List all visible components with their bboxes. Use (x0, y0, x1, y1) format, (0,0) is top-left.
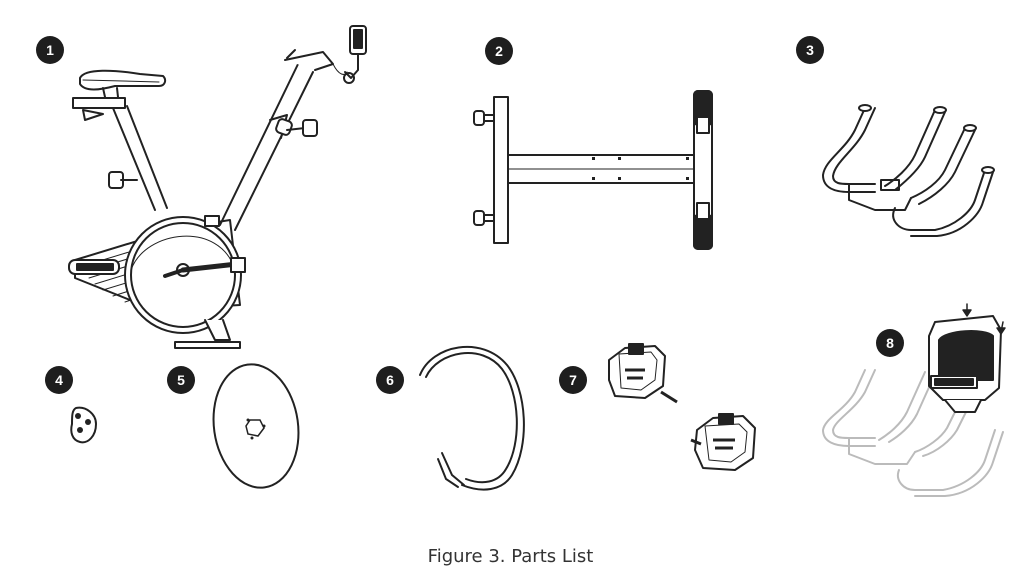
bike-illustration (55, 20, 385, 350)
part-number-badge-2: 2 (485, 37, 513, 65)
pedals-illustration (605, 340, 775, 480)
figure-caption: Figure 3. Parts List (427, 546, 594, 567)
part-number-badge-1: 1 (36, 36, 64, 64)
accessory-mount-illustration (815, 300, 1020, 505)
knob-illustration (66, 404, 102, 446)
stabilizer-frame-illustration (470, 85, 730, 255)
part-number-badge-5: 5 (167, 366, 195, 394)
part-number-badge-7: 7 (559, 366, 587, 394)
part-number-badge-4: 4 (45, 366, 73, 394)
cable-ring-illustration (412, 335, 532, 495)
disc-cover-illustration (208, 360, 308, 492)
part-number-badge-8: 8 (876, 329, 904, 357)
part-number-badge-6: 6 (376, 366, 404, 394)
part-number-badge-3: 3 (796, 36, 824, 64)
handlebar-illustration (815, 100, 995, 240)
